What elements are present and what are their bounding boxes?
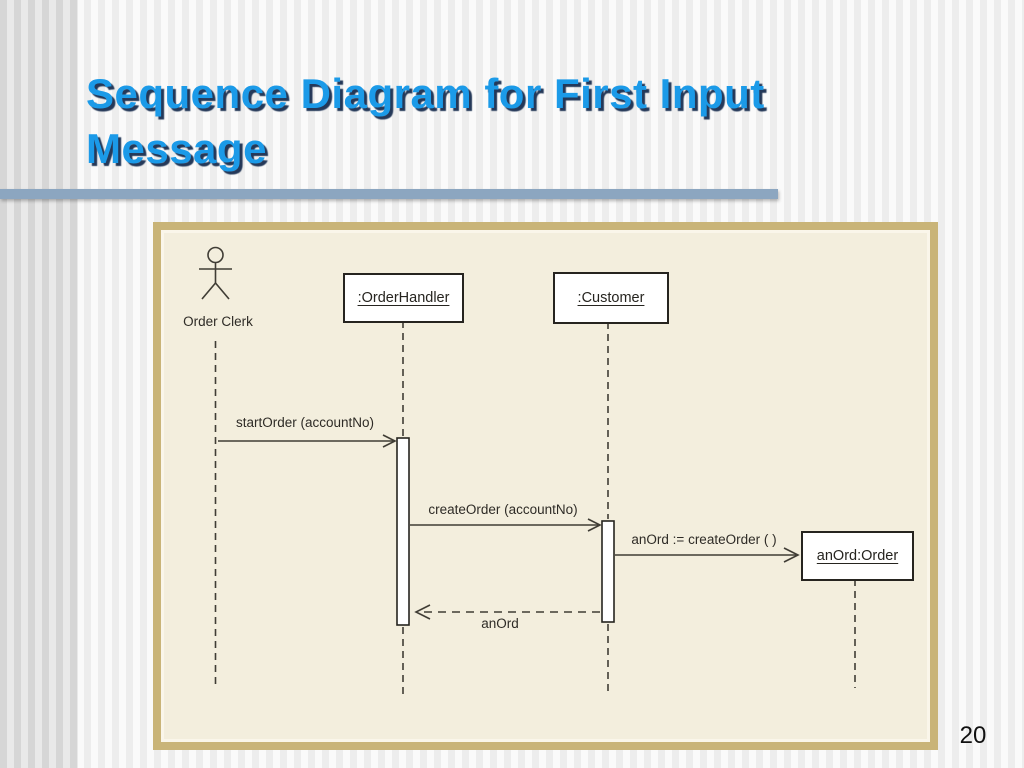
object-label-orderhandler: :OrderHandler [357, 290, 450, 306]
sequence-diagram-canvas: Order Clerk :OrderHandler :Customer anOr… [161, 230, 930, 742]
message-arrow-startorder [218, 434, 397, 448]
slide-title-line2: Message [86, 125, 267, 172]
object-box-customer: :Customer [553, 272, 669, 324]
message-label-return-anord: anOrd [481, 616, 519, 631]
object-label-customer: :Customer [577, 290, 645, 306]
actor-stick-figure-icon [199, 246, 232, 300]
message-label-anord-create: anOrd := createOrder ( ) [631, 532, 777, 547]
message-arrow-return-anord [414, 604, 600, 620]
actor-label: Order Clerk [183, 314, 253, 329]
object-box-anord-order: anOrd:Order [801, 531, 914, 581]
title-underline-rule [0, 189, 778, 199]
object-label-anord-order: anOrd:Order [816, 548, 899, 564]
sequence-diagram-drawing [199, 246, 856, 694]
activation-bar-customer [601, 520, 615, 623]
activation-bar-orderhandler [396, 437, 410, 626]
slide-title-line1: Sequence Diagram for First Input [86, 70, 765, 117]
message-label-createorder: createOrder (accountNo) [428, 502, 578, 517]
message-arrow-createorder [410, 518, 602, 532]
message-label-startorder: startOrder (accountNo) [235, 415, 375, 430]
message-arrow-anord-create [615, 547, 800, 563]
page-number: 20 [959, 722, 987, 749]
left-stripe-band [0, 0, 78, 768]
slide-title: Sequence Diagram for First Input Message [86, 66, 986, 176]
diagram-frame: Order Clerk :OrderHandler :Customer anOr… [153, 222, 938, 750]
object-box-orderhandler: :OrderHandler [343, 273, 464, 323]
